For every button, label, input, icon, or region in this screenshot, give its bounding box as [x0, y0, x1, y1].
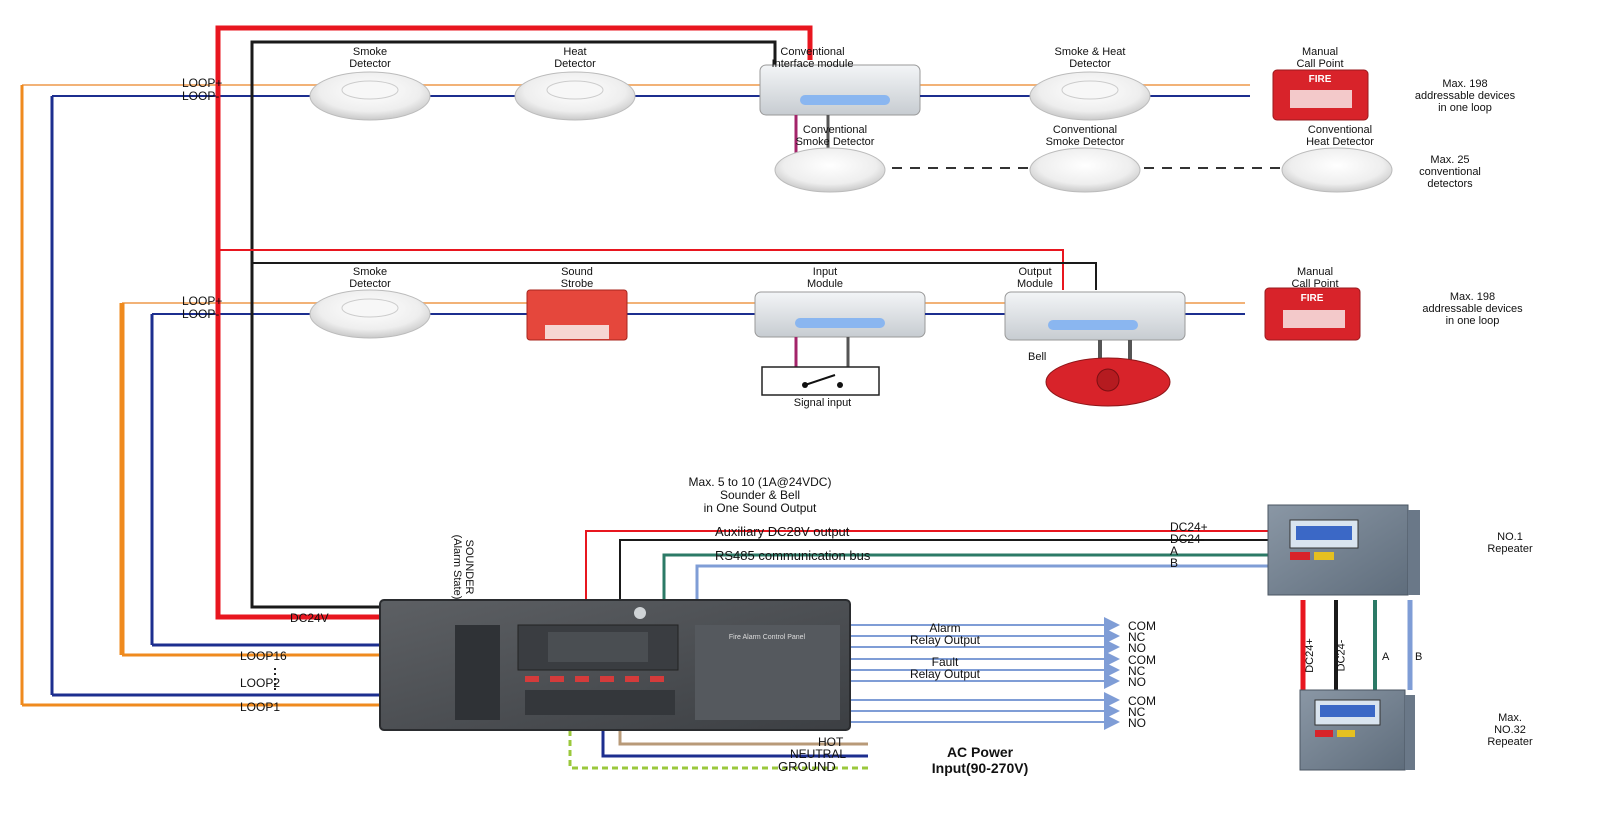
panel-buttons — [525, 676, 675, 715]
bus-b-label: B — [1170, 556, 1179, 570]
conventional-interface-label: Conventional Interface module — [771, 46, 854, 70]
sound-strobe — [526, 289, 628, 341]
ac-power-wires — [568, 730, 868, 770]
repeater-wire-label: B — [1415, 651, 1423, 663]
conventional-smoke-detector-2 — [1029, 147, 1141, 193]
ac-power-label: AC Power Input(90-270V) — [931, 744, 1029, 776]
conventional-heat-label: Conventional Heat Detector — [1306, 124, 1374, 148]
input-module-label: Input Module — [806, 266, 844, 290]
dc24v-label: DC24V — [290, 611, 329, 625]
auxiliary-output-label: Auxiliary DC28V output — [715, 524, 850, 539]
bell — [1045, 357, 1171, 407]
loop-return-wires — [22, 643, 380, 707]
repeater-no32 — [1299, 689, 1415, 771]
relay-terminal: COM — [1128, 619, 1156, 633]
bell-label: Bell — [1028, 351, 1047, 363]
max-addressable-b-note: Max. 198 addressable devices in one loop — [1422, 291, 1523, 327]
relay-output-arrows — [840, 617, 1120, 730]
fire-text-b: FIRE — [1301, 293, 1324, 304]
sound-strobe-label: Sound Strobe — [560, 266, 594, 290]
bus-a-label: A — [1170, 544, 1179, 558]
hot-label: HOT — [818, 735, 844, 749]
loop-a-minus-label: LOOP- — [182, 89, 220, 103]
max-addressable-a-note: Max. 198 addressable devices in one loop — [1414, 78, 1516, 114]
max-conventional-note: Max. 25 conventional detectors — [1419, 154, 1481, 190]
conventional-heat-detector — [1281, 147, 1393, 193]
output-module — [1004, 291, 1186, 368]
repeater-wire-label: DC24- — [1335, 639, 1348, 672]
fire-text: FIRE — [1309, 74, 1332, 85]
signal-input-switch — [761, 366, 880, 396]
smoke-heat-detector-a — [1029, 71, 1151, 121]
input-module — [754, 291, 926, 385]
output-module-label: Output Module — [1016, 266, 1054, 290]
loop16-label: LOOP16 — [240, 649, 287, 663]
repeater-wire-label: DC24+ — [1303, 638, 1316, 673]
loop-b-minus-label: LOOP- — [182, 307, 220, 321]
smoke-detector-b — [309, 289, 431, 339]
manual-call-point-b-label: Manual Call Point — [1291, 266, 1339, 290]
repeater-bus-wires — [585, 530, 1413, 690]
fire-alarm-control-panel — [379, 599, 851, 731]
conventional-smoke-2-label: Conventional Smoke Detector — [1045, 124, 1125, 148]
loop-a-plus-label: LOOP+ — [182, 76, 223, 90]
relay-terminal: NC — [1128, 705, 1146, 719]
smoke-detector-a-label: Smoke Detector — [349, 46, 391, 70]
repeater-no1-label: NO.1 Repeater — [1487, 531, 1533, 555]
dc24-minus-label: DC24- — [1170, 532, 1205, 546]
manual-call-point-a: FIRE — [1272, 69, 1369, 121]
panel-title-label: Fire Alarm Control Panel — [728, 634, 806, 641]
sounder-rotated-label: SOUNDER (Alarm State) — [451, 534, 475, 600]
repeater-no1 — [1267, 504, 1420, 596]
smoke-detector-a — [309, 71, 431, 121]
heat-detector-a — [514, 71, 636, 121]
alarm-relay-label: Alarm Relay Output — [909, 621, 981, 647]
sounder-note: Max. 5 to 10 (1A@24VDC) Sounder & Bell i… — [688, 475, 832, 515]
relay-terminal: NO — [1128, 675, 1146, 689]
manual-call-point-b: FIRE — [1264, 287, 1361, 341]
repeater-wire-label: A — [1382, 651, 1390, 663]
loop1-label: LOOP1 — [240, 700, 281, 714]
manual-call-point-a-label: Manual Call Point — [1296, 46, 1344, 70]
dc24v-power-wires — [215, 25, 1097, 620]
smoke-heat-detector-label: Smoke & Heat Detector — [1054, 46, 1126, 70]
conventional-smoke-1-label: Conventional Smoke Detector — [795, 124, 875, 148]
rs485-label: RS485 communication bus — [715, 548, 871, 563]
relay-terminal: NC — [1128, 630, 1146, 644]
neutral-label: NEUTRAL — [790, 747, 847, 761]
signal-input-label: Signal input — [793, 397, 852, 409]
ground-label: GROUND — [778, 759, 836, 774]
relay-terminal: NO — [1128, 641, 1146, 655]
relay-terminal: NC — [1128, 664, 1146, 678]
fault-relay-label: Fault Relay Output — [909, 655, 981, 681]
loop2-label: LOOP2 — [240, 676, 281, 690]
relay-terminal: COM — [1128, 653, 1156, 667]
loop-b-plus-label: LOOP+ — [182, 294, 223, 308]
smoke-detector-b-label: Smoke Detector — [349, 266, 391, 290]
relay-terminal: COM — [1128, 694, 1156, 708]
dc24-plus-label: DC24+ — [1170, 520, 1208, 534]
heat-detector-a-label: Heat Detector — [554, 46, 596, 70]
conventional-smoke-detector-1 — [774, 147, 886, 193]
relay-terminal: NO — [1128, 716, 1146, 730]
conventional-interface-module — [759, 64, 921, 168]
repeater-no32-label: Max. NO.32 Repeater — [1487, 712, 1533, 748]
